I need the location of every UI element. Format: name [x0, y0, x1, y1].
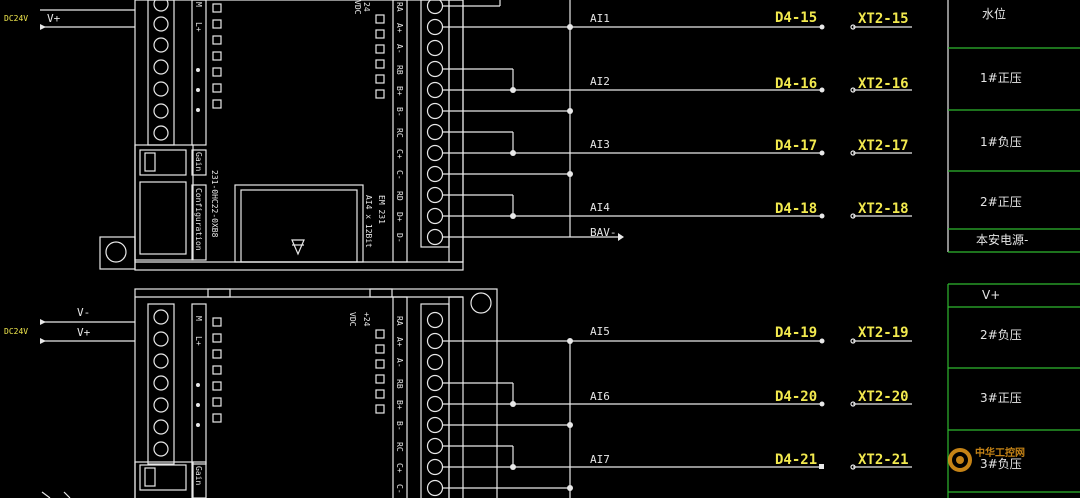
module-top-24: 24: [362, 2, 371, 12]
svg-text:A+: A+: [395, 337, 404, 347]
module-bottom-vdc: VDC: [348, 312, 357, 327]
svg-text:D+: D+: [395, 212, 404, 222]
svg-text:RD: RD: [395, 191, 404, 201]
left-terminal-screws-top: [153, 0, 169, 141]
left-terminal-screws-bottom: [153, 309, 169, 457]
svg-text:B+: B+: [395, 86, 404, 96]
watermark: 中华工控网: [948, 446, 1025, 472]
description-panel: [947, 0, 1080, 498]
module-bottom-term-lplus: L+: [194, 336, 203, 346]
svg-text:C+: C+: [395, 463, 404, 473]
d4-17-label: D4-17: [775, 138, 817, 154]
bav-label: BAV-: [590, 226, 617, 239]
d4-19-label: D4-19: [775, 325, 817, 341]
module-top: [99, 0, 464, 271]
desc-1-negative: 1#负压: [980, 135, 1022, 149]
channel-labels: AI1 AI2 AI3 AI4 BAV- AI5 AI6 AI7 D4-15 D…: [590, 10, 909, 468]
d4-20-label: D4-20: [775, 389, 817, 405]
desc-vplus: V+: [982, 288, 1000, 302]
svg-text:RA: RA: [395, 316, 404, 326]
desc-3-positive: 3#正压: [980, 391, 1022, 405]
d4-21-label: D4-21: [775, 452, 817, 468]
svg-text:C-: C-: [395, 484, 404, 494]
xt2-17-label: XT2-17: [858, 138, 909, 154]
svg-text:RA: RA: [395, 2, 404, 12]
module-bottom-right-terminal-labels: RA A+ A- RB B+ B- RC C+ C-: [395, 316, 404, 494]
indicator-squares-left-bottom: [212, 317, 222, 423]
svg-text:B+: B+: [395, 400, 404, 410]
xt2-18-label: XT2-18: [858, 201, 909, 217]
right-terminal-screws-bottom: [426, 311, 444, 497]
module-top-term-lplus: L+: [194, 22, 203, 32]
module-top-name: EM 231: [377, 195, 386, 224]
xt2-21-label: XT2-21: [858, 452, 909, 468]
ai5-label: AI5: [590, 325, 610, 338]
module-top-tag-gain: Gain: [194, 152, 203, 171]
module-bottom-term-m: M: [194, 316, 203, 321]
ai7-label: AI7: [590, 453, 610, 466]
module-top-vdc: VDC: [353, 0, 362, 15]
svg-text:A-: A-: [395, 358, 404, 368]
desc-1-positive: 1#正压: [980, 71, 1022, 85]
module-bottom-tag-gain: Gain: [194, 466, 203, 485]
right-terminal-screws-top: [426, 0, 444, 246]
module-top-tag-config: Configuration: [194, 188, 203, 251]
ai3-label: AI3: [590, 138, 610, 151]
xt2-16-label: XT2-16: [858, 76, 909, 92]
d4-15-label: D4-15: [775, 10, 817, 26]
d4-16-label: D4-16: [775, 76, 817, 92]
module-top-part-number: 231-0HC22-0XB8: [210, 170, 219, 238]
supply-lines: [40, 9, 135, 344]
dc24v-top-label: DC24V: [4, 14, 28, 23]
svg-text:A-: A-: [395, 44, 404, 54]
svg-text:B-: B-: [395, 107, 404, 117]
ai2-label: AI2: [590, 75, 610, 88]
vplus-bottom-label: V+: [77, 326, 91, 339]
module-bottom: [134, 288, 498, 498]
module-top-spec: AI4 x 12Bit: [364, 195, 373, 248]
signal-wiring: [442, 0, 912, 498]
desc-water-level: 水位: [982, 6, 1006, 21]
svg-text:A+: A+: [395, 23, 404, 33]
xt2-19-label: XT2-19: [858, 325, 909, 341]
d4-18-label: D4-18: [775, 201, 817, 217]
desc-2-positive: 2#正压: [980, 195, 1022, 209]
ai4-label: AI4: [590, 201, 610, 214]
module-top-term-m: M: [194, 2, 203, 7]
indicator-squares-right-top: [375, 14, 385, 99]
indicator-squares-right-bottom: [375, 329, 385, 414]
svg-text:C+: C+: [395, 149, 404, 159]
svg-text:C-: C-: [395, 170, 404, 180]
ai6-label: AI6: [590, 390, 610, 403]
xt2-15-label: XT2-15: [858, 11, 909, 27]
ai1-label: AI1: [590, 12, 610, 25]
svg-text:D-: D-: [395, 233, 404, 243]
vminus-bottom-label: V-: [77, 306, 90, 319]
module-bottom-24: +24: [362, 312, 371, 327]
svg-text:B-: B-: [395, 421, 404, 431]
desc-3-negative: 3#负压: [980, 457, 1022, 471]
svg-text:RB: RB: [395, 379, 404, 389]
dc24v-bottom-label: DC24V: [4, 327, 28, 336]
svg-text:RB: RB: [395, 65, 404, 75]
vplus-top-label: V+: [47, 12, 61, 25]
indicator-squares-left-top: [212, 3, 222, 109]
svg-text:RC: RC: [395, 128, 404, 138]
watermark-text: 中华工控网: [975, 446, 1025, 459]
xt2-20-label: XT2-20: [858, 389, 909, 405]
module-top-right-terminal-labels: RA A+ A- RB B+ B- RC C+ C- RD D+ D-: [395, 2, 404, 243]
desc-2-negative: 2#负压: [980, 328, 1022, 342]
desc-power-minus: 本安电源-: [976, 232, 1028, 247]
svg-text:RC: RC: [395, 442, 404, 452]
